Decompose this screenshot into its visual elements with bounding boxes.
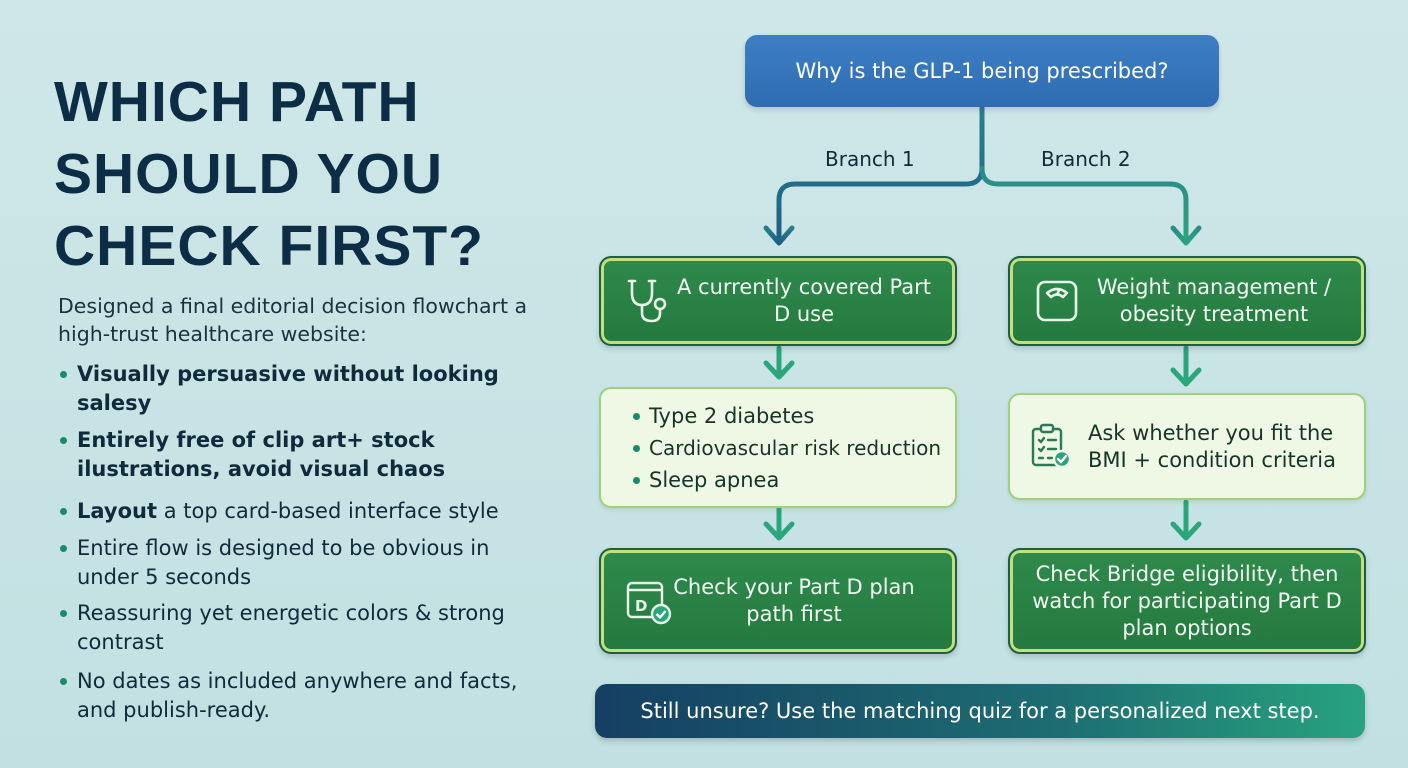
branch1-arrows <box>763 345 795 541</box>
list-item: Cardiovascular risk reduction <box>633 432 941 464</box>
branch2-connector <box>979 165 1202 246</box>
clipboard-check-icon <box>1026 422 1076 472</box>
title-line: SHOULD YOU <box>54 142 443 206</box>
list-item: Entire flow is designed to be obvious in… <box>58 534 548 592</box>
branch2-criteria-text: Ask whether you fit the BMI + condition … <box>1088 420 1336 472</box>
list-item: No dates as included anywhere and facts,… <box>58 667 548 725</box>
svg-text:D: D <box>635 597 647 615</box>
title-line: WHICH PATH <box>54 70 420 134</box>
condition-list: Type 2 diabetes Cardiovascular risk redu… <box>601 400 941 496</box>
branch2-action-text: Check Bridge eligibility, then watch for… <box>1032 561 1342 640</box>
branch1-header-card: A currently covered Part D use <box>599 256 957 346</box>
branch1-label: Branch 1 <box>825 147 915 171</box>
list-item: Visually persuasive without looking sale… <box>58 360 548 418</box>
branch1-action-card: D Check your Part D plan path first <box>599 548 957 654</box>
question-box: Why is the GLP-1 being prescribed? <box>745 35 1219 107</box>
page-title: WHICH PATH SHOULD YOU CHECK FIRST? <box>54 66 534 282</box>
branch2-arrows <box>1170 345 1202 541</box>
document-check-icon: D <box>623 576 673 626</box>
list-item: Entirely free of clip art+ stock ilustra… <box>58 426 548 484</box>
branch2-action-card: Check Bridge eligibility, then watch for… <box>1008 548 1366 654</box>
quiz-cta-banner[interactable]: Still unsure? Use the matching quiz for … <box>595 684 1365 738</box>
intro-text: Designed a final editorial decision flow… <box>58 294 528 346</box>
branch2-label: Branch 2 <box>1041 147 1131 171</box>
scale-icon <box>1032 276 1082 326</box>
branch2-header-text: Weight management / obesity treatment <box>1096 275 1332 326</box>
list-item: Layout a top card-based interface style <box>58 497 499 526</box>
list-item: Reassuring yet energetic colors & strong… <box>58 599 548 657</box>
branch1-header-text: A currently covered Part D use <box>676 275 932 326</box>
list-item: Sleep apnea <box>633 464 941 496</box>
branch1-action-text: Check your Part D plan path first <box>673 575 915 626</box>
branch1-conditions-card: Type 2 diabetes Cardiovascular risk redu… <box>599 387 957 508</box>
branch2-criteria-card: Ask whether you fit the BMI + condition … <box>1008 393 1366 500</box>
list-item: Type 2 diabetes <box>633 400 941 432</box>
branch2-header-card: Weight management / obesity treatment <box>1008 256 1366 346</box>
branch1-connector <box>763 105 985 246</box>
stethoscope-icon <box>623 276 673 326</box>
title-line: CHECK FIRST? <box>54 214 484 278</box>
